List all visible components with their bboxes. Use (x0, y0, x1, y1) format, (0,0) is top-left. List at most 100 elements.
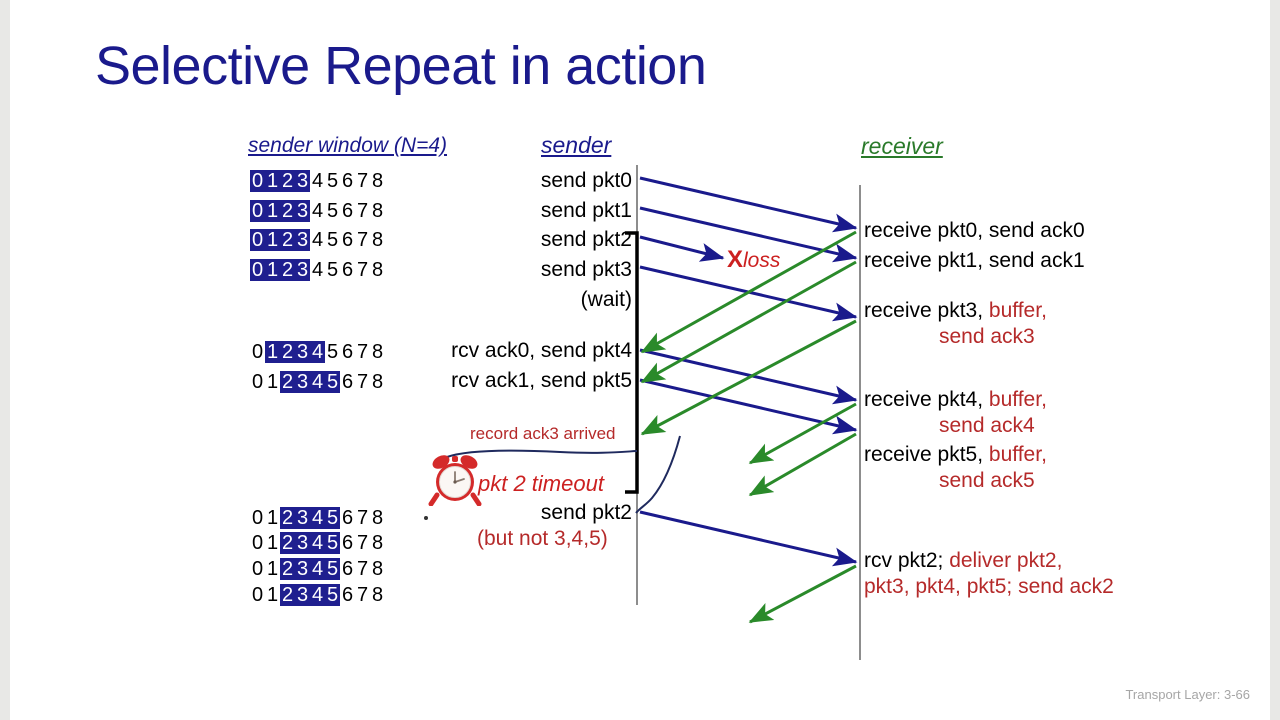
window-slot: 0 (251, 532, 264, 554)
sender-event-label: (wait) (580, 288, 632, 311)
window-slot: 7 (356, 371, 369, 393)
receiver-text-emphasis: deliver pkt2, (949, 549, 1063, 572)
window-slot: 8 (371, 371, 384, 393)
receiver-event-line: receive pkt4, buffer, (864, 388, 1047, 412)
window-slot: 7 (356, 259, 369, 281)
slide-footer: Transport Layer: 3-66 (1125, 687, 1250, 702)
sender-heading: sender (541, 132, 612, 158)
window-slot: 8 (371, 584, 384, 606)
window-slot: 7 (356, 229, 369, 251)
receiver-text-emphasis: buffer, (988, 388, 1047, 411)
packet-arrow-pkt0 (639, 176, 858, 233)
loss-x-mark: X (727, 246, 744, 273)
window-slot: 0 (251, 371, 264, 393)
slide-title: Selective Repeat in action (95, 36, 707, 96)
window-slot: 8 (371, 507, 384, 529)
receiver-event-line: receive pkt0, send ack0 (864, 219, 1085, 243)
window-slot-active: 3 (295, 558, 310, 580)
window-slot-active: 2 (280, 200, 295, 222)
window-slot-active: 4 (310, 532, 325, 554)
receiver-event-line: receive pkt1, send ack1 (864, 249, 1085, 273)
window-slot: 6 (341, 532, 354, 554)
window-slot-active: 5 (325, 558, 340, 580)
window-slot-active: 5 (325, 584, 340, 606)
receiver-text: send ack3 (939, 325, 1035, 348)
window-slot: 6 (341, 170, 354, 192)
window-slot: 5 (326, 200, 339, 222)
window-slot: 6 (341, 200, 354, 222)
window-slot-active: 2 (280, 259, 295, 281)
receiver-text: receive pkt0, send ack0 (864, 219, 1085, 242)
window-slot-active: 3 (295, 170, 310, 192)
pkt2-timeout-annotation: pkt 2 timeout (478, 471, 604, 496)
receiver-heading: receiver (861, 133, 943, 159)
window-slot: 5 (326, 229, 339, 251)
window-slot-active: 4 (310, 584, 325, 606)
window-slot: 1 (266, 507, 279, 529)
window-slot-active: 0 (250, 229, 265, 251)
window-slot: 8 (371, 170, 384, 192)
timeout-leader-line (635, 435, 681, 514)
sender-event-label: send pkt3 (540, 258, 632, 281)
window-slot-active: 3 (295, 371, 310, 393)
window-slot: 8 (371, 558, 384, 580)
stray-dot (424, 516, 428, 520)
window-slot: 1 (266, 532, 279, 554)
window-slot: 4 (311, 170, 324, 192)
packet-arrow-pkt5 (639, 378, 858, 435)
receiver-event-line: send ack5 (939, 469, 1035, 493)
sender-event-label: rcv ack1, send pkt5 (451, 369, 632, 392)
but-not-annotation: (but not 3,4,5) (477, 527, 608, 550)
packet-arrow-pkt2-retransmit (639, 510, 858, 567)
window-slot-active: 5 (325, 507, 340, 529)
window-slot: 8 (371, 229, 384, 251)
loss-annotation: Xloss (727, 246, 780, 274)
window-slot-active: 4 (310, 341, 325, 363)
window-slot: 7 (356, 558, 369, 580)
window-slot: 6 (341, 584, 354, 606)
receiver-event-line: rcv pkt2; deliver pkt2, (864, 549, 1062, 573)
sender-event-label: send pkt1 (540, 199, 632, 222)
window-slot: 8 (371, 259, 384, 281)
window-slot-active: 3 (295, 341, 310, 363)
window-slot-active: 2 (280, 371, 295, 393)
window-slot-active: 1 (265, 229, 280, 251)
window-slot: 7 (356, 532, 369, 554)
window-slot: 1 (266, 371, 279, 393)
window-slot-active: 4 (310, 558, 325, 580)
window-slot: 7 (356, 507, 369, 529)
window-slot: 6 (341, 507, 354, 529)
window-slot: 6 (341, 341, 354, 363)
receiver-text: rcv pkt2; (864, 549, 950, 572)
sender-event-label: send pkt2 (540, 501, 632, 524)
window-slot-active: 2 (280, 341, 295, 363)
window-slot: 0 (251, 558, 264, 580)
window-slot: 4 (311, 229, 324, 251)
receiver-text: receive pkt3, (864, 299, 989, 322)
receiver-event-line: receive pkt3, buffer, (864, 299, 1047, 323)
window-slot: 0 (251, 584, 264, 606)
window-slot: 1 (266, 584, 279, 606)
ack-arrow-ack4 (748, 402, 857, 465)
packet-arrow-pkt3 (639, 265, 858, 322)
window-slot: 7 (356, 170, 369, 192)
receiver-event-line: send ack4 (939, 414, 1035, 438)
window-slot-active: 5 (325, 532, 340, 554)
window-slot: 8 (371, 532, 384, 554)
ack-arrow-ack3 (640, 319, 857, 436)
record-ack3-annotation: record ack3 arrived (470, 424, 616, 443)
window-slot-active: 3 (295, 259, 310, 281)
receiver-event-line: send ack3 (939, 325, 1035, 349)
window-slot: 5 (326, 259, 339, 281)
receiver-text-emphasis: buffer, (988, 299, 1047, 322)
window-slot: 7 (356, 584, 369, 606)
